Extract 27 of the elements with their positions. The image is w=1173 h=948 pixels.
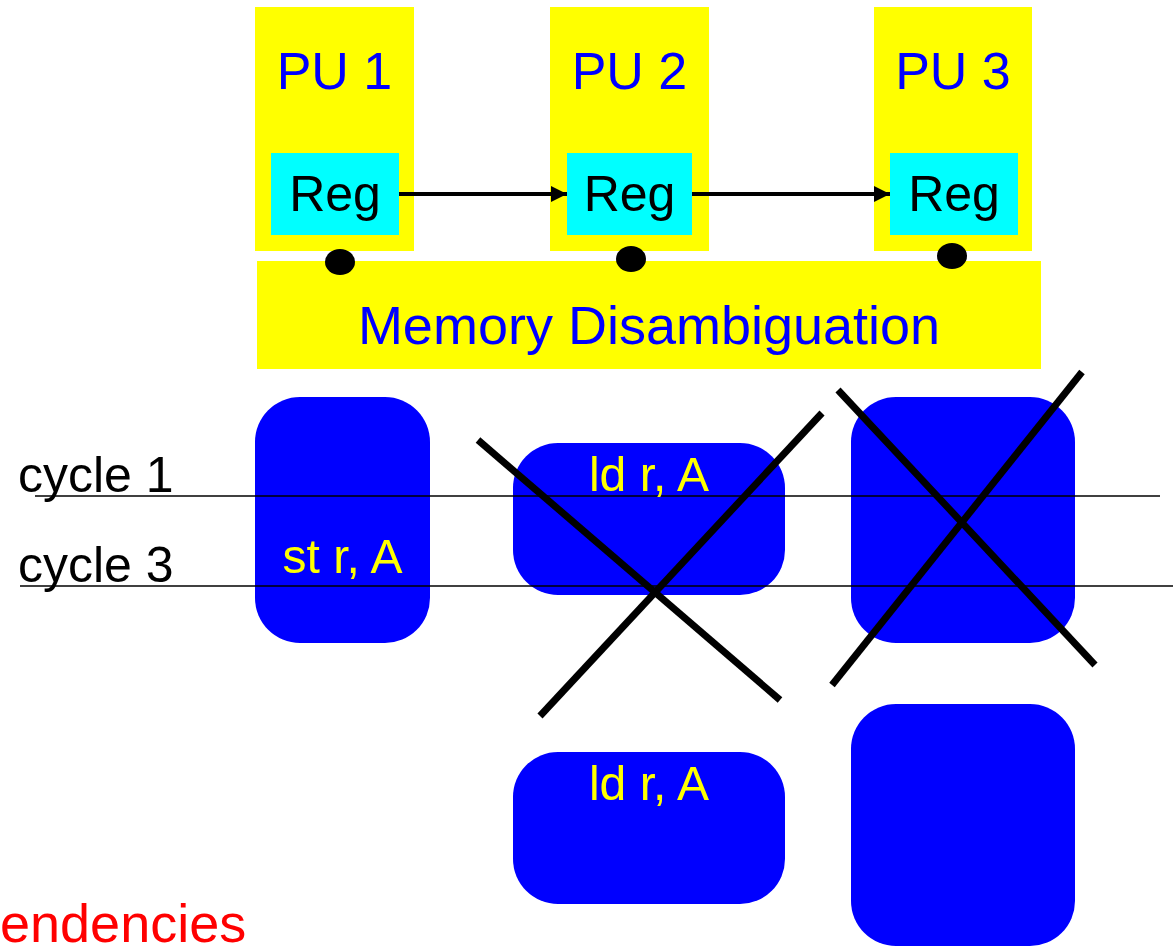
processing-unit-box [550,7,709,251]
register-label: Reg [908,166,1000,222]
unit-label: Memory Disambiguation [357,295,941,355]
arrow [399,186,567,202]
register-box [567,153,692,235]
instruction-block [513,752,785,904]
instruction-block [513,443,785,595]
unit-label: PU 3 [895,43,1011,101]
memory-disambiguation-bar [257,261,1041,369]
empty-block [851,397,1075,643]
caption-text: endencies [0,896,247,948]
register-label: Reg [583,166,676,222]
instruction-text: ld r, A [588,449,710,502]
processing-unit-box [874,7,1032,251]
cycle-label: cycle 1 [18,450,174,500]
register-label: Reg [289,166,381,222]
arrow [692,186,890,202]
instruction-block [255,397,430,643]
register-box [890,153,1018,235]
unit-label: PU 1 [276,43,393,101]
register-box [271,153,399,235]
cycle-label: cycle 3 [18,540,174,590]
instruction-text: ld r, A [588,758,710,811]
unit-label: PU 2 [571,43,688,101]
instruction-text: st r, A [282,531,403,584]
empty-block [851,704,1075,946]
processing-unit-box [255,7,414,251]
